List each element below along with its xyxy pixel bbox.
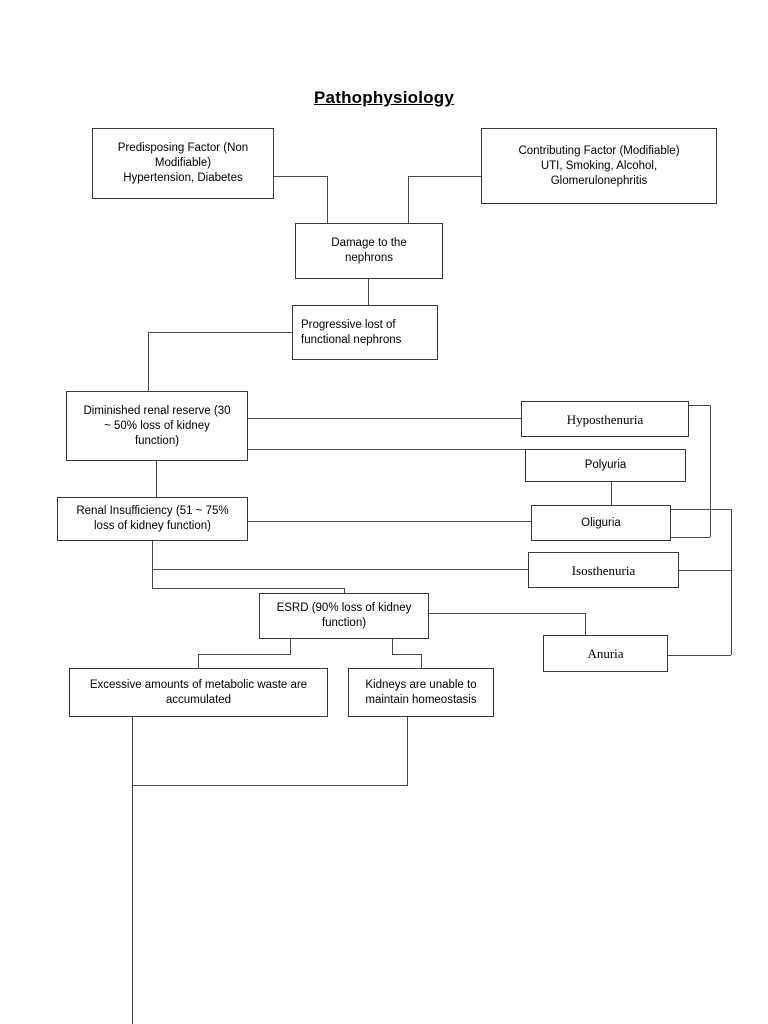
node-metabolic-waste-label: Excessive amounts of metabolic waste are… — [89, 678, 308, 706]
connector-insufficiency-to-esrd-v1 — [152, 541, 153, 588]
node-anuria-label: Anuria — [587, 646, 624, 661]
connector-esrd-to-homeostasis-v2 — [421, 654, 422, 668]
connector-esrd-to-waste-v1 — [290, 639, 291, 654]
node-isosthenuria[interactable]: Isosthenuria — [528, 552, 679, 588]
connector-diminished-to-hyposthenuria — [248, 418, 521, 419]
connector-contributing-to-damage-v1 — [408, 176, 409, 223]
connector-esrd-to-anuria-v1 — [585, 613, 586, 635]
node-renal-insufficiency-label: Renal Insufficiency (51 ~ 75% loss of ki… — [76, 505, 229, 532]
connector-insufficiency-to-oliguria — [248, 521, 531, 522]
node-predisposing-factor-label: Predisposing Factor (Non Modifiable) Hyp… — [117, 142, 249, 184]
connector-esrd-to-anuria-h1 — [429, 613, 585, 614]
node-renal-insufficiency[interactable]: Renal Insufficiency (51 ~ 75% loss of ki… — [57, 497, 248, 541]
connector-insufficiency-to-esrd-h1 — [152, 588, 344, 589]
connector-predisposing-to-damage-h1 — [273, 176, 328, 177]
node-homeostasis[interactable]: Kidneys are unable to maintain homeostas… — [348, 668, 494, 717]
connector-insufficiency-to-isosthenuria — [152, 569, 528, 570]
connector-predisposing-to-damage-v1 — [327, 176, 328, 223]
node-hyposthenuria[interactable]: Hyposthenuria — [521, 401, 689, 437]
node-progressive-lost-label: Progressive lost of functional nephrons — [301, 318, 402, 346]
connector-progressive-to-diminished-h1 — [148, 332, 292, 333]
node-hyposthenuria-label: Hyposthenuria — [566, 411, 644, 427]
node-contributing-factor-label: Contributing Factor (Modifiable) UTI, Sm… — [518, 144, 680, 187]
node-isosthenuria-label: Isosthenuria — [571, 562, 636, 578]
node-oliguria-label: Oliguria — [581, 516, 621, 529]
connector-esrd-to-waste-h1 — [198, 654, 291, 655]
connector-contributing-to-damage-h1 — [408, 176, 481, 177]
connector-rail-inner-top — [689, 405, 710, 406]
node-polyuria-label: Polyuria — [584, 459, 627, 471]
node-damage-to-nephrons[interactable]: Damage to the nephrons — [295, 223, 443, 279]
connector-esrd-to-waste-v2 — [198, 654, 199, 668]
page-title: Pathophysiology — [314, 88, 454, 107]
node-damage-to-nephrons-label: Damage to the nephrons — [331, 237, 407, 264]
connector-esrd-to-homeostasis-v1 — [392, 639, 393, 654]
node-diminished-renal-reserve-label: Diminished renal reserve (30 ~ 50% loss … — [83, 404, 231, 447]
node-contributing-factor[interactable]: Contributing Factor (Modifiable) UTI, Sm… — [481, 128, 717, 204]
node-diminished-renal-reserve[interactable]: Diminished renal reserve (30 ~ 50% loss … — [66, 391, 248, 461]
node-homeostasis-label: Kidneys are unable to maintain homeostas… — [365, 678, 477, 706]
connector-rail-inner-vertical — [710, 405, 711, 537]
connector-rail-outer-top — [671, 509, 731, 510]
connector-polyuria-to-oliguria — [611, 482, 612, 505]
node-metabolic-waste[interactable]: Excessive amounts of metabolic waste are… — [69, 668, 328, 717]
node-predisposing-factor[interactable]: Predisposing Factor (Non Modifiable) Hyp… — [92, 128, 274, 199]
connector-esrd-to-homeostasis-h1 — [392, 654, 421, 655]
connector-diminished-to-polyuria — [248, 449, 525, 450]
connector-insufficiency-to-esrd-v2 — [344, 588, 345, 593]
node-anuria[interactable]: Anuria — [543, 635, 668, 672]
connector-waste-to-continuation — [132, 717, 133, 1024]
node-polyuria[interactable]: Polyuria — [525, 449, 686, 482]
node-esrd[interactable]: ESRD (90% loss of kidney function) — [259, 593, 429, 639]
connector-homeostasis-merge — [132, 785, 408, 786]
connector-homeostasis-down — [407, 717, 408, 785]
node-esrd-label: ESRD (90% loss of kidney function) — [276, 602, 412, 629]
connector-rail-inner-bottom — [671, 537, 710, 538]
connector-diminished-to-insufficiency — [156, 461, 157, 497]
connector-rail-outer-vertical — [731, 509, 732, 655]
node-progressive-lost[interactable]: Progressive lost of functional nephrons — [292, 305, 438, 360]
connector-rail-outer-isosthenuria — [679, 570, 731, 571]
connector-damage-to-progressive — [368, 279, 369, 305]
node-oliguria[interactable]: Oliguria — [531, 505, 671, 541]
connector-rail-outer-bottom — [668, 655, 731, 656]
connector-progressive-to-diminished-v1 — [148, 332, 149, 391]
